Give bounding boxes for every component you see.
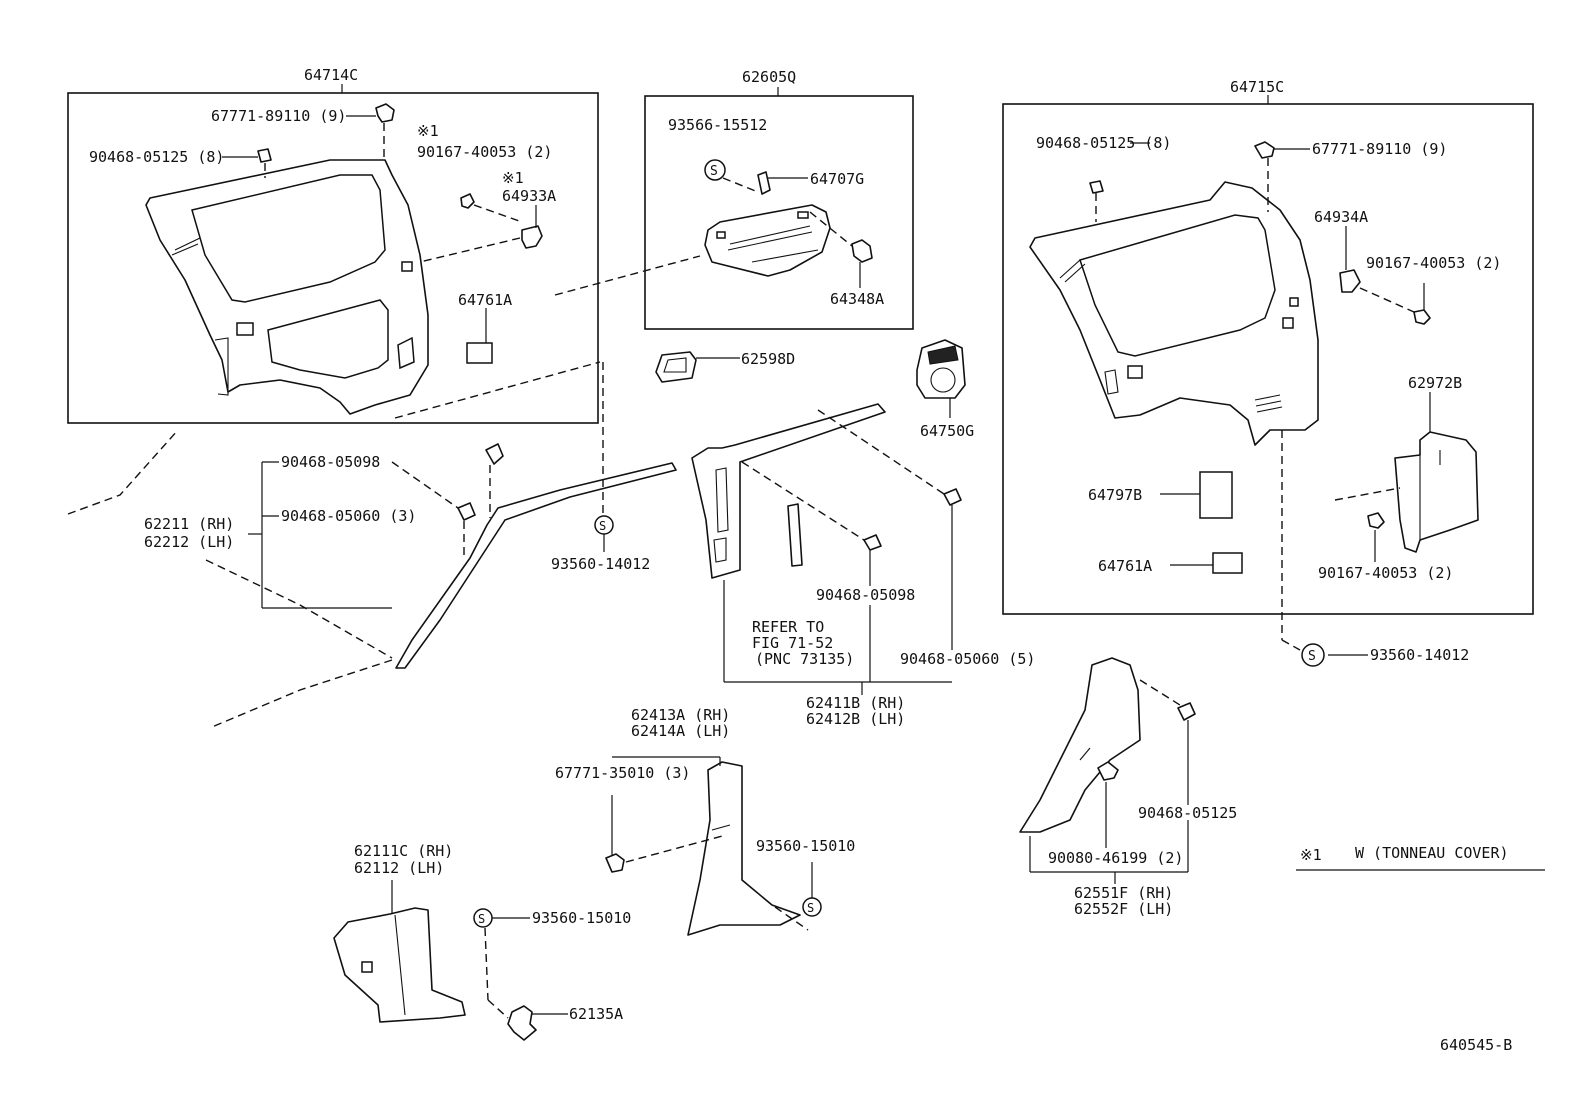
handle-62598D bbox=[655, 351, 697, 383]
clip-67771-35010 bbox=[605, 853, 625, 873]
legend-mark: ※1 bbox=[1300, 846, 1322, 864]
label-62414A: 62414A (LH) bbox=[631, 722, 730, 740]
group-box-64714C bbox=[67, 92, 599, 424]
group-box-62605Q bbox=[644, 95, 914, 330]
clip-90468-05125-left bbox=[257, 148, 272, 163]
label-64707G: 64707G bbox=[810, 170, 864, 188]
clip-90468-05060-a bbox=[457, 502, 476, 521]
screw-symbol-mid: S bbox=[599, 519, 606, 533]
bracket-62972B bbox=[1394, 431, 1479, 553]
pad-64797B bbox=[1199, 471, 1233, 519]
strip-73135 bbox=[787, 503, 803, 567]
label-93560-14012-right: 93560-14012 bbox=[1370, 646, 1469, 664]
label-62412B: 62412B (LH) bbox=[806, 710, 905, 728]
label-62598D: 62598D bbox=[741, 350, 795, 368]
clip-90468-05125-lower bbox=[1177, 702, 1196, 721]
label-refer-2: FIG 71-52 bbox=[752, 634, 833, 652]
legend-text: W (TONNEAU COVER) bbox=[1355, 844, 1509, 862]
label-refer-3: (PNC 73135) bbox=[755, 650, 854, 668]
label-90167-40053-right: 90167-40053 (2) bbox=[1366, 254, 1501, 272]
figure-code: 640545-B bbox=[1440, 1036, 1512, 1054]
label-62135A: 62135A bbox=[569, 1005, 623, 1023]
bracket-64933A bbox=[521, 225, 543, 249]
label-62551F: 62551F (RH) bbox=[1074, 884, 1173, 902]
clip-90468-05098-a bbox=[485, 443, 504, 465]
label-64714C: 64714C bbox=[304, 66, 358, 84]
screw-symbol-top: S bbox=[710, 164, 718, 179]
label-62212: 62212 (LH) bbox=[144, 533, 234, 551]
screw-symbol-right: S bbox=[1308, 649, 1316, 664]
screw-symbol-lower: S bbox=[478, 912, 485, 926]
clip-67771-89110-right bbox=[1254, 141, 1275, 159]
label-93560-14012-mid: 93560-14012 bbox=[551, 555, 650, 573]
label-67771-89110-left: 67771-89110 (9) bbox=[211, 107, 346, 125]
label-62211: 62211 (RH) bbox=[144, 515, 234, 533]
label-64750G: 64750G bbox=[920, 422, 974, 440]
label-62552F: 62552F (LH) bbox=[1074, 900, 1173, 918]
bracket-64707G bbox=[757, 171, 771, 195]
label-90468-05098-b: 90468-05098 bbox=[816, 586, 915, 604]
label-62411B: 62411B (RH) bbox=[806, 694, 905, 712]
label-62112: 62112 (LH) bbox=[354, 859, 444, 877]
label-90080-46199: 90080-46199 (2) bbox=[1048, 849, 1183, 867]
clip-90468-05060-b bbox=[943, 488, 962, 506]
screw-symbol-c: S bbox=[807, 901, 814, 915]
clip-90468-05098-b bbox=[863, 534, 882, 551]
label-note1-b: ※1 bbox=[502, 169, 524, 187]
label-refer-1: REFER TO bbox=[752, 618, 824, 636]
label-90468-05098-a: 90468-05098 bbox=[281, 453, 380, 471]
pad-64761A-left bbox=[466, 342, 493, 364]
quarter-trim-panel-right bbox=[1029, 181, 1319, 446]
screw-90167-40053-right bbox=[1413, 309, 1431, 325]
label-62111C: 62111C (RH) bbox=[354, 842, 453, 860]
label-67771-35010: 67771-35010 (3) bbox=[555, 764, 690, 782]
label-note1-a: ※1 bbox=[417, 122, 439, 140]
label-64761A-right: 64761A bbox=[1098, 557, 1152, 575]
screw-93560-14012-right bbox=[1301, 643, 1325, 667]
label-90167-40053-bottom: 90167-40053 (2) bbox=[1318, 564, 1453, 582]
pad-64761A-right bbox=[1212, 552, 1243, 574]
screw-90167-40053-left bbox=[460, 193, 475, 209]
label-67771-89110-right: 67771-89110 (9) bbox=[1312, 140, 1447, 158]
label-64934A: 64934A bbox=[1314, 208, 1368, 226]
bracket-64934A bbox=[1339, 269, 1361, 293]
label-64933A: 64933A bbox=[502, 187, 556, 205]
label-93560-15010-a: 93560-15010 bbox=[756, 837, 855, 855]
cover-panel-62605Q bbox=[704, 204, 831, 277]
clip-67771-89110-left bbox=[375, 103, 395, 123]
label-93560-15010-b: 93560-15010 bbox=[532, 909, 631, 927]
clip-64348A bbox=[851, 239, 873, 263]
label-90468-05125-lower: 90468-05125 bbox=[1138, 804, 1237, 822]
label-64761A-left: 64761A bbox=[458, 291, 512, 309]
label-64348A: 64348A bbox=[830, 290, 884, 308]
pillar-garnish-62211 bbox=[395, 462, 677, 669]
label-64797B: 64797B bbox=[1088, 486, 1142, 504]
pillar-garnish-62551F bbox=[1019, 657, 1141, 833]
label-93566-15512: 93566-15512 bbox=[668, 116, 767, 134]
label-62605Q: 62605Q bbox=[742, 68, 796, 86]
label-90468-05125-right: 90468-05125 (8) bbox=[1036, 134, 1171, 152]
label-90468-05060-a: 90468-05060 (3) bbox=[281, 507, 416, 525]
label-64715C: 64715C bbox=[1230, 78, 1284, 96]
screw-93566-15512 bbox=[704, 159, 726, 181]
clip-90468-05125-right bbox=[1089, 180, 1104, 194]
screw-90167-40053-bottom bbox=[1367, 512, 1385, 529]
label-62413A: 62413A (RH) bbox=[631, 706, 730, 724]
label-90167-40053-left: 90167-40053 (2) bbox=[417, 143, 552, 161]
label-90468-05125-left: 90468-05125 (8) bbox=[89, 148, 224, 166]
clip-62135A bbox=[507, 1005, 537, 1041]
pillar-garnish-62413A bbox=[687, 761, 801, 936]
label-62972B: 62972B bbox=[1408, 374, 1462, 392]
pillar-garnish-62411B bbox=[691, 403, 886, 579]
quarter-trim-panel-left bbox=[145, 159, 429, 415]
clip-90080-46199 bbox=[1097, 761, 1119, 781]
label-90468-05060-b: 90468-05060 (5) bbox=[900, 650, 1035, 668]
